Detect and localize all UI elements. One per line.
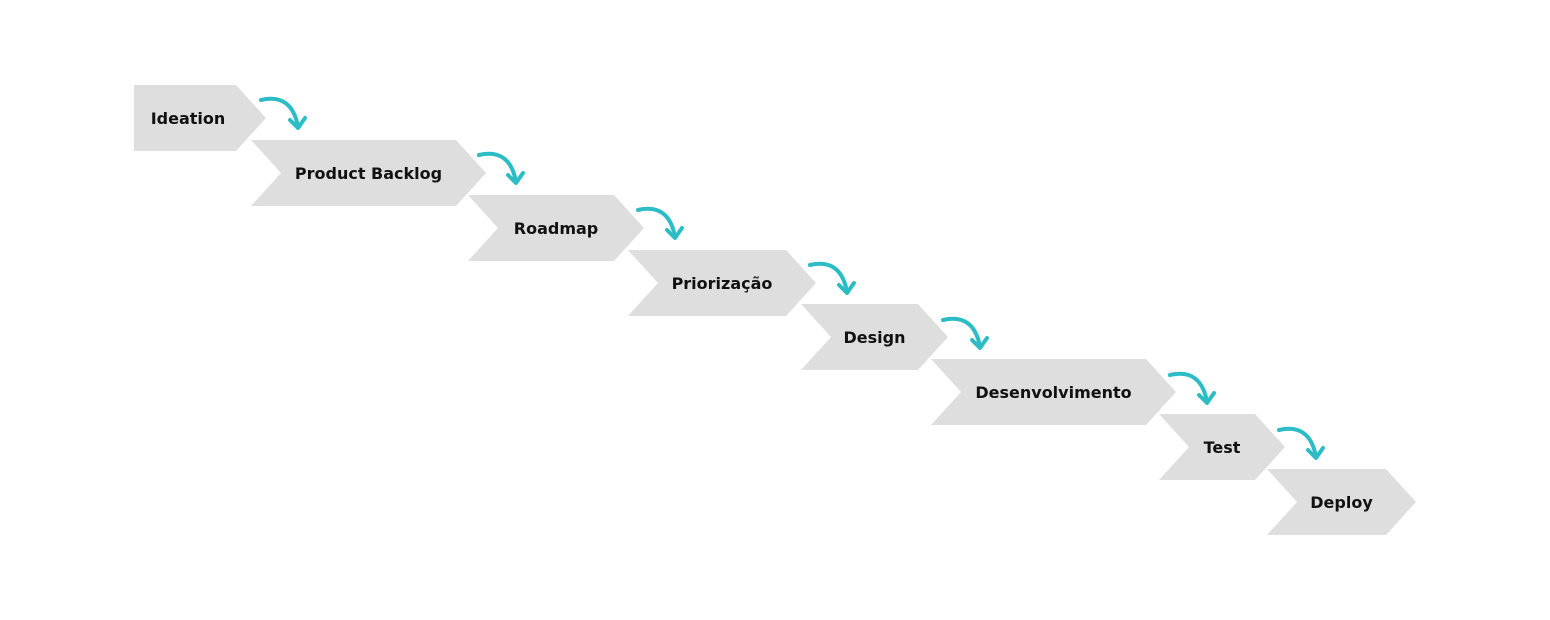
curved-arrow-down-right-icon	[941, 316, 989, 350]
curved-arrow-down-right-icon	[477, 151, 525, 185]
step-label-priorizacao: Priorização	[671, 273, 773, 293]
step-priorizacao: Priorização	[628, 250, 816, 316]
step-roadmap: Roadmap	[468, 195, 644, 261]
curved-arrow-down-right-icon	[259, 96, 307, 130]
step-label-test: Test	[1203, 437, 1241, 457]
step-product-backlog: Product Backlog	[251, 140, 486, 206]
step-label-roadmap: Roadmap	[513, 218, 599, 238]
step-deploy: Deploy	[1267, 469, 1416, 535]
step-label-ideation: Ideation	[150, 108, 226, 128]
curved-arrow-down-right-icon	[1168, 371, 1216, 405]
curved-arrow-down-right-icon	[636, 206, 684, 240]
curved-arrow-down-right-icon	[808, 261, 856, 295]
step-desenvolvimento: Desenvolvimento	[931, 359, 1176, 425]
curved-arrow-down-right-icon	[1277, 426, 1325, 460]
step-label-deploy: Deploy	[1310, 492, 1373, 512]
step-label-desenvolvimento: Desenvolvimento	[975, 382, 1132, 402]
step-label-design: Design	[843, 327, 906, 347]
step-test: Test	[1159, 414, 1285, 480]
step-ideation: Ideation	[134, 85, 266, 151]
step-label-product-backlog: Product Backlog	[294, 163, 443, 183]
step-design: Design	[801, 304, 948, 370]
